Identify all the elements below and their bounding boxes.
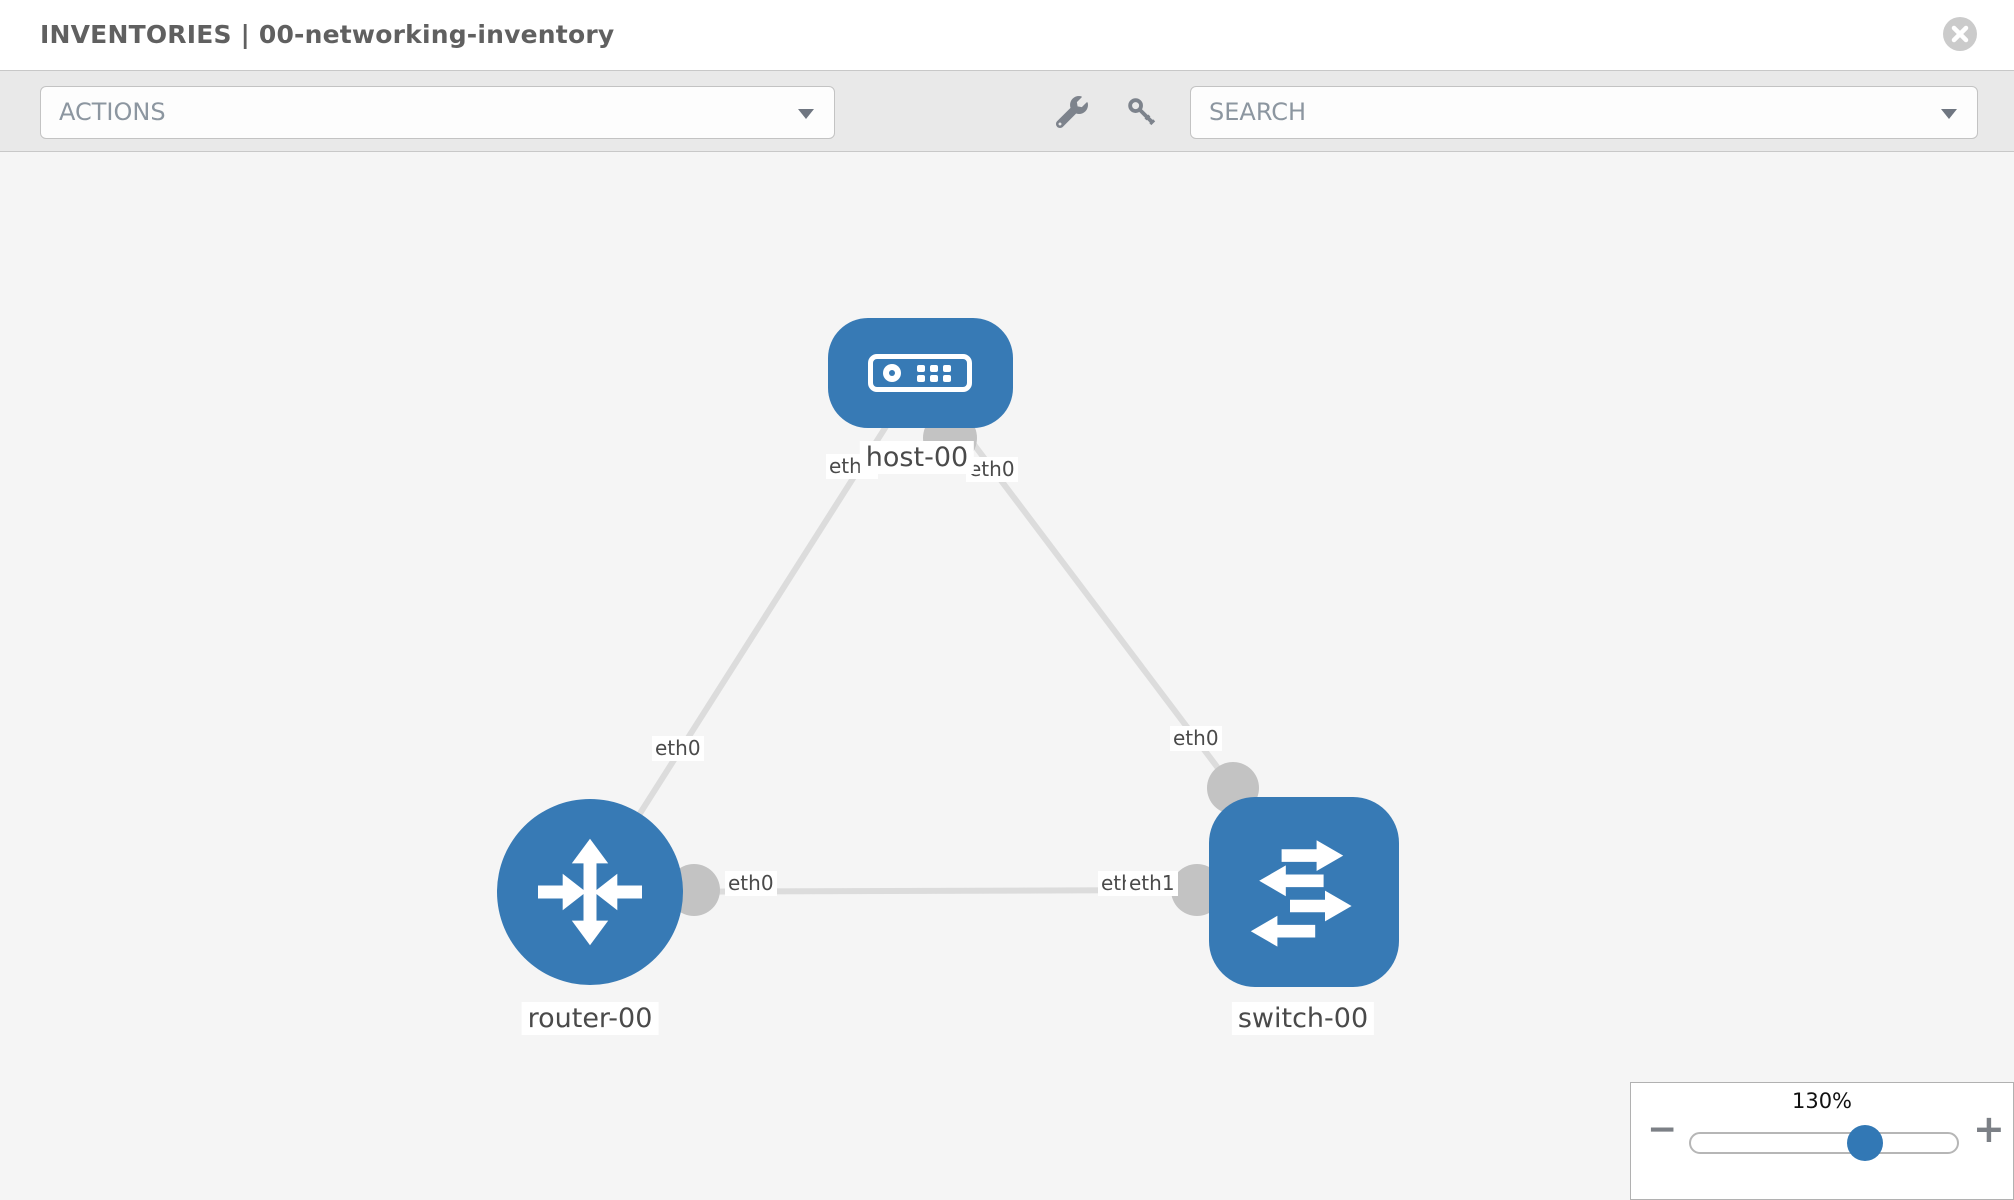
- wrench-icon: [1055, 96, 1088, 129]
- zoom-slider-handle[interactable]: [1847, 1125, 1883, 1161]
- page-title: INVENTORIES | 00-networking-inventory: [40, 20, 615, 49]
- zoom-level-readout: 130%: [1791, 1089, 1853, 1113]
- chevron-down-icon: [1941, 109, 1957, 119]
- node-router-00[interactable]: [497, 799, 683, 985]
- port-label: eth0: [652, 736, 704, 761]
- search-dropdown[interactable]: SEARCH: [1190, 86, 1978, 139]
- node-label-switch: switch-00: [1231, 1002, 1375, 1035]
- search-dropdown-label: SEARCH: [1209, 98, 1307, 126]
- topology-edges: [587, 371, 1259, 916]
- close-icon: [1951, 25, 1969, 43]
- switch-icon: [1250, 840, 1352, 947]
- topology-canvas[interactable]: eth0 eth0 eth0 eth0 eth0 eth0 eth1 host-…: [0, 152, 2014, 1200]
- node-label-host: host-00: [859, 441, 975, 474]
- zoom-panel: 130% − +: [1630, 1082, 2014, 1200]
- close-button[interactable]: [1943, 17, 1977, 51]
- port-label: eth0: [725, 871, 777, 896]
- key-icon: [1128, 98, 1156, 126]
- router-icon: [538, 838, 642, 946]
- zoom-out-button[interactable]: −: [1647, 1109, 1678, 1150]
- node-label-router: router-00: [521, 1002, 659, 1035]
- credentials-button[interactable]: [1126, 96, 1158, 128]
- node-switch-00[interactable]: [1209, 797, 1399, 987]
- host-icon: [868, 354, 972, 392]
- toolbar: ACTIONS SEARCH: [0, 70, 2014, 152]
- port-label: eth0: [966, 457, 1018, 482]
- port-label: eth1: [1126, 871, 1178, 896]
- zoom-slider-track[interactable]: [1689, 1132, 1959, 1154]
- actions-dropdown[interactable]: ACTIONS: [40, 86, 835, 139]
- window-header: INVENTORIES | 00-networking-inventory: [0, 0, 2014, 70]
- configure-button[interactable]: [1055, 96, 1088, 129]
- zoom-in-button[interactable]: +: [1973, 1107, 2005, 1151]
- chevron-down-icon: [798, 109, 814, 119]
- actions-dropdown-label: ACTIONS: [59, 98, 166, 126]
- port-label: eth0: [1170, 726, 1222, 751]
- node-host-00[interactable]: [828, 318, 1013, 428]
